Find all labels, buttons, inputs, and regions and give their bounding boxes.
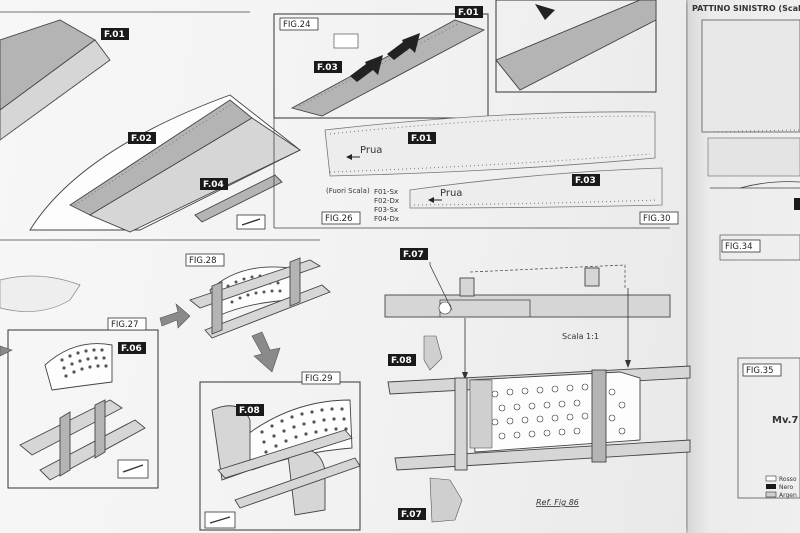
part-label-f03-template: F.03	[572, 174, 600, 186]
svg-text:FIG.24: FIG.24	[283, 20, 311, 30]
fig-label-29: FIG.29	[301, 371, 341, 385]
part-label-f08-fig29: F.08	[236, 404, 264, 416]
svg-text:F.07: F.07	[401, 510, 422, 520]
arrow-icon	[159, 303, 191, 329]
svg-text:F.01: F.01	[411, 134, 432, 144]
svg-text:F.08: F.08	[391, 356, 412, 366]
arrow-icon	[535, 4, 555, 20]
svg-text:FIG.29: FIG.29	[305, 374, 333, 384]
svg-text:FIG.30: FIG.30	[643, 214, 671, 224]
part-label-f08-detail: F.08	[388, 354, 416, 366]
model-code: Mv.7	[772, 415, 798, 426]
fig-label-24: FIG.24	[279, 17, 319, 31]
part-label-f01-template: F.01	[408, 132, 436, 144]
scale-note: Scala 1:1	[562, 332, 599, 341]
legend-swatch-argento	[765, 491, 777, 498]
fig-partial-diagram	[495, 0, 657, 93]
part-label-f04: F.04	[200, 178, 228, 190]
svg-text:F.08: F.08	[239, 406, 260, 416]
fig27-diagram	[0, 275, 159, 489]
svg-text:FIG.34: FIG.34	[725, 242, 753, 252]
svg-text:F.03: F.03	[575, 176, 596, 186]
legend-f03-sx: F03-Sx	[374, 206, 398, 214]
arrow-icon	[350, 55, 383, 82]
legend-nero: Nero	[779, 484, 794, 491]
svg-text:FIG.35: FIG.35	[746, 366, 774, 376]
prua-label-f03: Prua	[440, 188, 462, 199]
part-label-f03-fig24: F.03	[314, 61, 342, 73]
svg-text:F.03: F.03	[317, 63, 338, 73]
fig28-diagram	[189, 257, 331, 339]
svg-text:FIG.27: FIG.27	[111, 320, 139, 330]
part-f04-shape	[194, 174, 283, 223]
part-thumbnail-icon	[333, 33, 359, 49]
fig26-template-diagram	[273, 111, 670, 229]
legend-swatch-nero	[766, 484, 776, 489]
legend-f01-sx: F01-Sx	[374, 188, 398, 196]
part-label-f01-top: F.01	[101, 28, 129, 40]
svg-text:FIG.28: FIG.28	[189, 256, 217, 266]
svg-text:F.01: F.01	[104, 30, 125, 40]
fig-label-35: FIG.35	[742, 363, 782, 377]
part-label-f07-bottom: F.07	[398, 508, 426, 520]
part-f07-shape	[429, 477, 463, 523]
fig29-diagram	[199, 381, 361, 531]
reference-note: Ref. Fig 86	[536, 498, 579, 507]
prua-label-f01: Prua	[360, 145, 382, 156]
legend-swatch-rosso	[765, 475, 777, 482]
svg-text:F.04: F.04	[203, 180, 224, 190]
part-f08-shape	[423, 335, 443, 371]
arrow-icon	[0, 345, 13, 357]
arrow-icon	[251, 331, 281, 373]
scale-detail-diagram	[384, 262, 691, 523]
svg-text:F.06: F.06	[121, 344, 142, 354]
svg-text:FIG.26: FIG.26	[325, 214, 353, 224]
out-of-scale-note: (Fuori Scala)	[326, 187, 370, 195]
fig-label-27: FIG.27	[107, 317, 147, 331]
fig-label-28: FIG.28	[185, 253, 225, 267]
fig-label-30: FIG.30	[639, 211, 679, 225]
legend-f04-dx: F04-Dx	[374, 215, 399, 223]
part-label-f06: F.06	[118, 342, 146, 354]
part-label-f01-fig24: F.01	[455, 6, 483, 18]
svg-text:F.07: F.07	[403, 250, 424, 260]
right-page-heading: PATTINO SINISTRO (Scal	[692, 4, 800, 13]
template-f01	[324, 111, 656, 177]
hull-assembly-diagram	[0, 11, 320, 241]
part-label-f02: F.02	[128, 132, 156, 144]
part-label-f07-top: F.07	[400, 248, 428, 260]
fig-label-26: FIG.26	[321, 211, 361, 225]
legend-argento: Argen	[779, 492, 797, 499]
fig24-diagram	[273, 13, 489, 119]
arrow-icon	[387, 33, 420, 60]
fig-label-34: FIG.34	[721, 239, 761, 253]
legend-rosso: Rosso	[779, 476, 797, 483]
svg-text:F.02: F.02	[131, 134, 152, 144]
svg-text:F.01: F.01	[458, 8, 479, 18]
legend-f02-dx: F02-Dx	[374, 197, 399, 205]
right-page-diagrams	[701, 19, 800, 499]
